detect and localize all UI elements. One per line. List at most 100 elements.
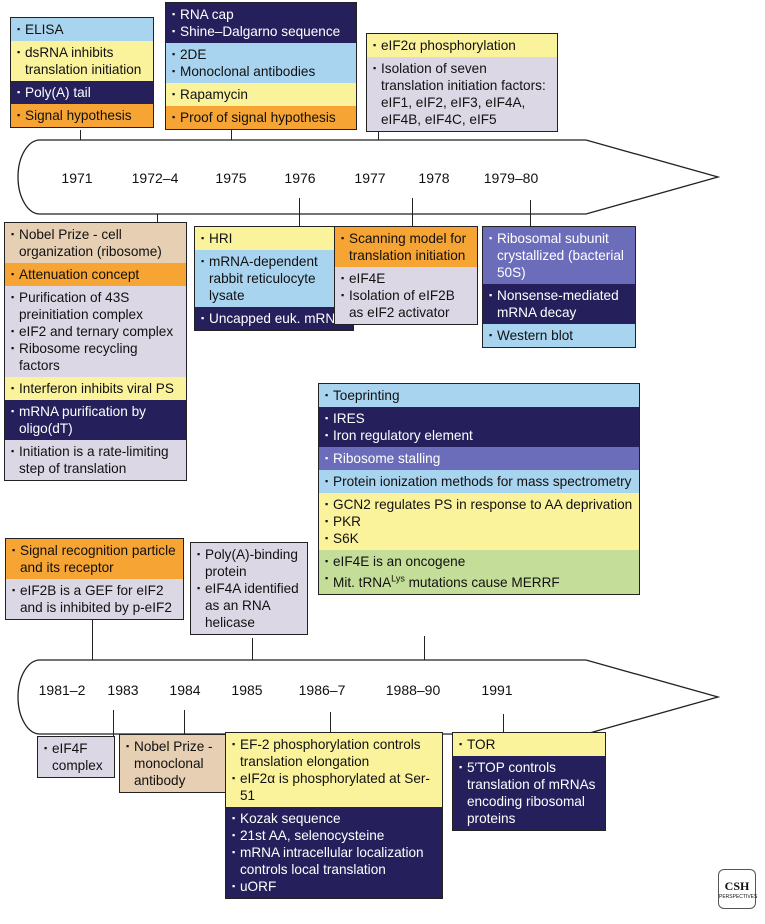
bullet-icon: ▪	[232, 813, 236, 823]
bullet-icon: ▪	[17, 110, 21, 120]
connector-1988	[424, 636, 425, 660]
event-item: ▪Poly(A) tail	[17, 84, 147, 101]
event-item: ▪Purification of 43S preinitiation compl…	[11, 289, 180, 323]
bullet-icon: ▪	[341, 273, 345, 283]
event-text: uORF	[240, 879, 277, 894]
box-segment: ▪Ribosome stalling	[319, 447, 639, 470]
event-item: ▪TOR	[459, 736, 599, 753]
event-item: ▪uORF	[232, 878, 436, 895]
bullet-icon: ▪	[341, 290, 345, 300]
bullet-icon: ▪	[232, 830, 236, 840]
year-label: 1972–4	[131, 170, 179, 186]
connector-1976	[299, 198, 300, 226]
event-text: Ribosomal subunit crystallized (bacteria…	[497, 231, 624, 280]
box-segment: ▪Ribosomal subunit crystallized (bacteri…	[483, 227, 635, 284]
box-segment: ▪Poly(A) tail	[11, 81, 153, 104]
box-segment: ▪Nobel Prize - cell organization (riboso…	[5, 223, 186, 263]
event-item: ▪Isolation of seven translation initiati…	[373, 60, 551, 128]
bullet-icon: ▪	[325, 499, 329, 509]
year-label: 1986–7	[298, 682, 346, 698]
box-segment: ▪Nobel Prize - monoclonal antibody	[120, 735, 238, 792]
timeline-arrow-1	[17, 139, 721, 215]
box-segment: ▪Signal recognition particle and its rec…	[6, 539, 183, 579]
bullet-icon: ▪	[17, 87, 21, 97]
event-text: Shine–Dalgarno sequence	[180, 24, 341, 39]
event-text: mRNA-dependent rabbit reticulocyte lysat…	[209, 254, 318, 303]
bullet-icon: ▪	[11, 229, 15, 239]
event-text: TOR	[467, 737, 496, 752]
event-item: ▪S6K	[325, 530, 633, 547]
box-segment: ▪Purification of 43S preinitiation compl…	[5, 286, 186, 377]
event-item: ▪ Isolation of eIF2B as eIF2 activator	[341, 287, 471, 321]
event-text: Nonsense-mediated mRNA decay	[497, 288, 619, 320]
event-item: ▪eIF4F complex	[44, 740, 108, 774]
event-item: ▪Shine–Dalgarno sequence	[172, 23, 350, 40]
event-item: ▪ mRNA-dependent rabbit reticulocyte lysa…	[201, 253, 347, 304]
bullet-icon: ▪	[325, 430, 329, 440]
connector-1985	[252, 638, 253, 660]
box-segment: ▪RNA cap▪Shine–Dalgarno sequence	[166, 3, 356, 43]
connector-1975	[231, 130, 232, 140]
bullet-icon: ▪	[197, 549, 201, 559]
bullet-icon: ▪	[341, 233, 345, 243]
box-segment: ▪Uncapped euk. mRNA	[195, 307, 353, 330]
box-segment: ▪Attenuation concept	[5, 263, 186, 286]
box-segment: ▪Scanning model for translation initiati…	[335, 227, 477, 267]
event-text: Isolation of eIF2B as eIF2 activator	[349, 288, 455, 320]
event-item: ▪Attenuation concept	[11, 266, 180, 283]
connector-1981	[92, 606, 93, 660]
year-label: 1971	[61, 170, 93, 186]
box-1972-4: ▪Nobel Prize - cell organization (riboso…	[4, 222, 187, 481]
box-1988-90: ▪Toeprinting▪IRES▪Iron regulatory elemen…	[318, 383, 640, 595]
event-item: ▪5′TOP controls translation of mRNAs enc…	[459, 759, 599, 827]
box-segment: ▪Isolation of seven translation initiati…	[367, 57, 557, 131]
event-item: ▪mRNA purification by oligo(dT)	[11, 403, 180, 437]
event-text: Attenuation concept	[19, 267, 140, 282]
csh-logo: CSH PERSPECTIVES	[718, 869, 757, 909]
connector-1984	[184, 710, 185, 736]
box-segment: ▪Poly(A)-binding protein▪eIF4A identifie…	[191, 543, 307, 634]
event-text: eIF2B is a GEF for eIF2 and is inhibited…	[20, 583, 172, 615]
event-item: ▪Signal recognition particle and its rec…	[12, 542, 177, 576]
box-segment: ▪dsRNA inhibits translation initiation	[11, 41, 153, 81]
box-1975: ▪RNA cap▪Shine–Dalgarno sequence▪2DE▪Mon…	[165, 2, 357, 130]
event-item: ▪Interferon inhibits viral PS	[11, 380, 180, 397]
bullet-icon: ▪	[232, 773, 236, 783]
year-label: 1984	[169, 682, 201, 698]
event-item: ▪RNA cap	[172, 6, 350, 23]
connector-1971	[80, 130, 81, 140]
event-text: mRNA purification by oligo(dT)	[19, 404, 146, 436]
event-item: ▪Ribosome recycling factors	[11, 340, 180, 374]
box-1971: ▪ELISA▪dsRNA inhibits translation initia…	[10, 17, 154, 128]
box-1981-2: ▪Signal recognition particle and its rec…	[5, 538, 184, 620]
event-text: RNA cap	[180, 7, 234, 22]
box-1986-7: ▪ EF-2 phosphorylation controls translati…	[225, 732, 443, 899]
box-segment: ▪Interferon inhibits viral PS	[5, 377, 186, 400]
event-item: ▪GCN2 regulates PS in response to AA dep…	[325, 496, 633, 513]
box-segment: ▪eIF2α phosphorylation	[367, 34, 557, 57]
event-item: ▪Nonsense-mediated mRNA decay	[489, 287, 629, 321]
year-label: 1981–2	[38, 682, 86, 698]
event-item: ▪Initiation is a rate-limiting step of t…	[11, 443, 180, 477]
event-text: Mit. tRNALys mutations cause MERRF	[333, 573, 560, 590]
box-segment: ▪Nonsense-mediated mRNA decay	[483, 284, 635, 324]
year-label: 1979–80	[483, 170, 539, 186]
event-text: eIF4E is an oncogene	[333, 554, 466, 569]
bullet-icon: ▪	[201, 233, 205, 243]
event-item: ▪eIF2B is a GEF for eIF2 and is inhibite…	[12, 582, 177, 616]
event-item: ▪Rapamycin	[172, 86, 350, 103]
box-segment: ▪5′TOP controls translation of mRNAs enc…	[453, 756, 605, 830]
event-item: ▪Nobel Prize - cell organization (riboso…	[11, 226, 180, 260]
event-item: ▪Western blot	[489, 327, 629, 344]
event-item: ▪eIF4A identified as an RNA helicase	[197, 580, 301, 631]
connector-1991	[503, 714, 504, 732]
event-text: 21st AA, selenocysteine	[240, 828, 385, 843]
event-text: EF-2 phosphorylation controls translatio…	[240, 737, 421, 769]
box-1978: ▪Scanning model for translation initiati…	[334, 226, 478, 325]
year-label: 1988–90	[385, 682, 441, 698]
event-text: Ribosome recycling factors	[19, 341, 138, 373]
bullet-icon: ▪	[373, 63, 377, 73]
event-item: ▪ 21st AA, selenocysteine	[232, 827, 436, 844]
bullet-icon: ▪	[232, 847, 236, 857]
